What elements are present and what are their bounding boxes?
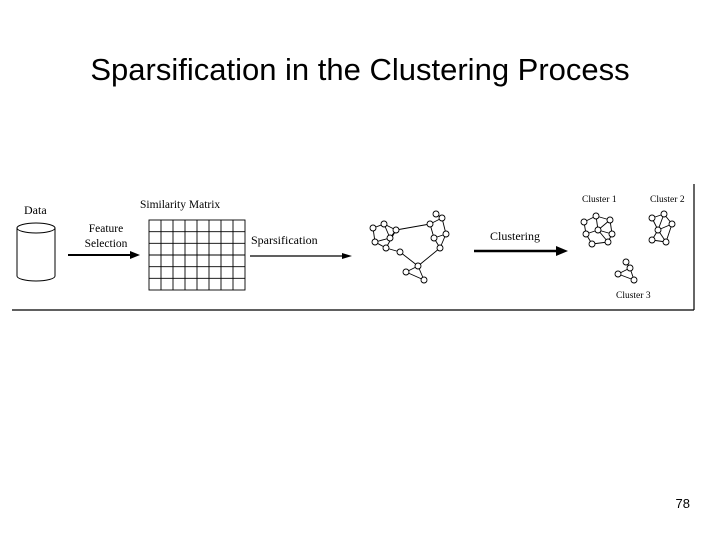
cluster-2-label: Cluster 2 <box>650 195 685 205</box>
feature-selection-arrow <box>68 251 140 259</box>
sparsification-arrow <box>250 253 352 259</box>
slide-title: Sparsification in the Clustering Process <box>90 52 630 87</box>
similarity-matrix-label: Similarity Matrix <box>140 199 220 211</box>
clustering-label: Clustering <box>490 229 540 243</box>
page-number: 78 <box>675 496 690 511</box>
sparsification-diagram: Data Feature Selection Similarity Matrix <box>12 184 696 312</box>
cluster-1-label: Cluster 1 <box>582 195 617 205</box>
data-label: Data <box>24 203 47 217</box>
sparsified-graph <box>369 210 450 284</box>
feature-selection-label-line2: Selection <box>85 238 128 250</box>
cluster-3-label: Cluster 3 <box>616 291 651 301</box>
cluster-2-graph <box>648 210 676 246</box>
feature-selection-label-line1: Feature <box>89 223 123 235</box>
similarity-matrix-grid <box>148 219 246 291</box>
cluster-1-graph <box>580 212 616 248</box>
clustering-arrow <box>474 246 568 256</box>
diagram-canvas: Data Feature Selection Similarity Matrix <box>12 184 695 311</box>
cluster-3-graph <box>614 258 638 284</box>
database-cylinder-icon <box>16 222 56 282</box>
sparsification-label: Sparsification <box>251 233 318 247</box>
